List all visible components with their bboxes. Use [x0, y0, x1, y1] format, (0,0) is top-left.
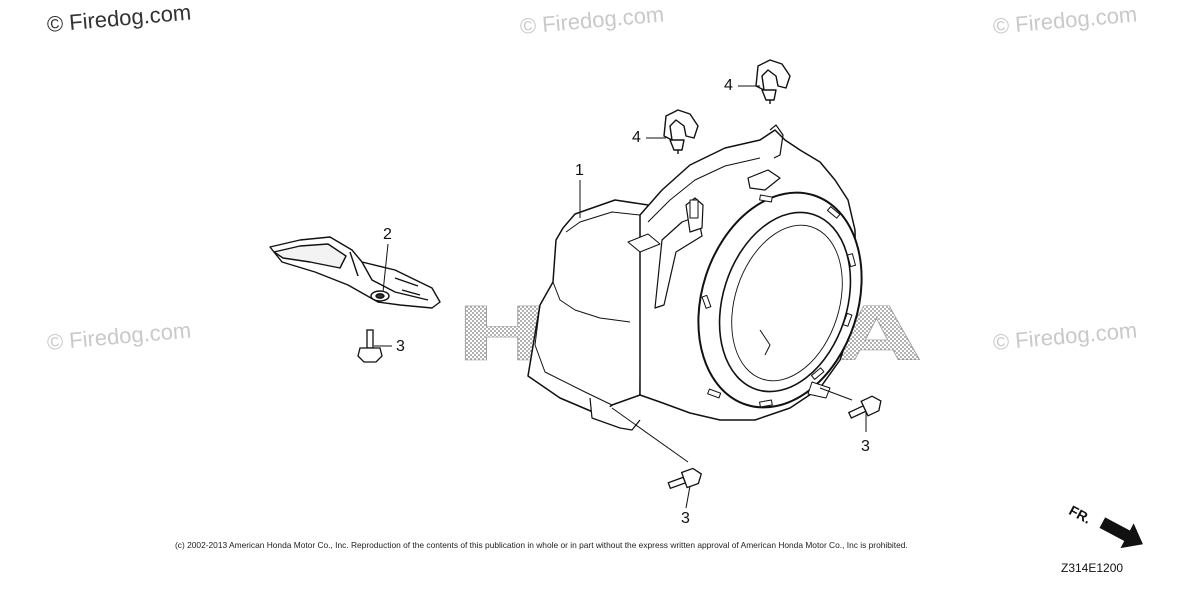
callout-fan-cover: 1 [575, 162, 584, 179]
bolt-part-bottom [667, 467, 703, 490]
leader-lines [374, 85, 867, 509]
clip-part-lower [663, 109, 699, 154]
callout-bolt-right: 3 [861, 438, 870, 455]
fan-cover-part [527, 124, 863, 431]
callout-clip-upper: 4 [724, 77, 733, 94]
clip-part-upper [755, 59, 791, 104]
front-direction-arrow-icon [1099, 517, 1143, 549]
callout-shroud-plate: 2 [383, 226, 392, 243]
bolt-part-right [847, 395, 882, 419]
callout-bolt-left: 3 [396, 338, 405, 355]
copyright-notice: (c) 2002-2013 American Honda Motor Co., … [175, 540, 908, 550]
callout-clip-lower: 4 [632, 129, 641, 146]
callout-bolt-bottom: 3 [681, 510, 690, 527]
diagram-code: Z314E1200 [1061, 561, 1124, 575]
shroud-plate-part [269, 236, 441, 309]
bolt-part-left [357, 329, 383, 363]
